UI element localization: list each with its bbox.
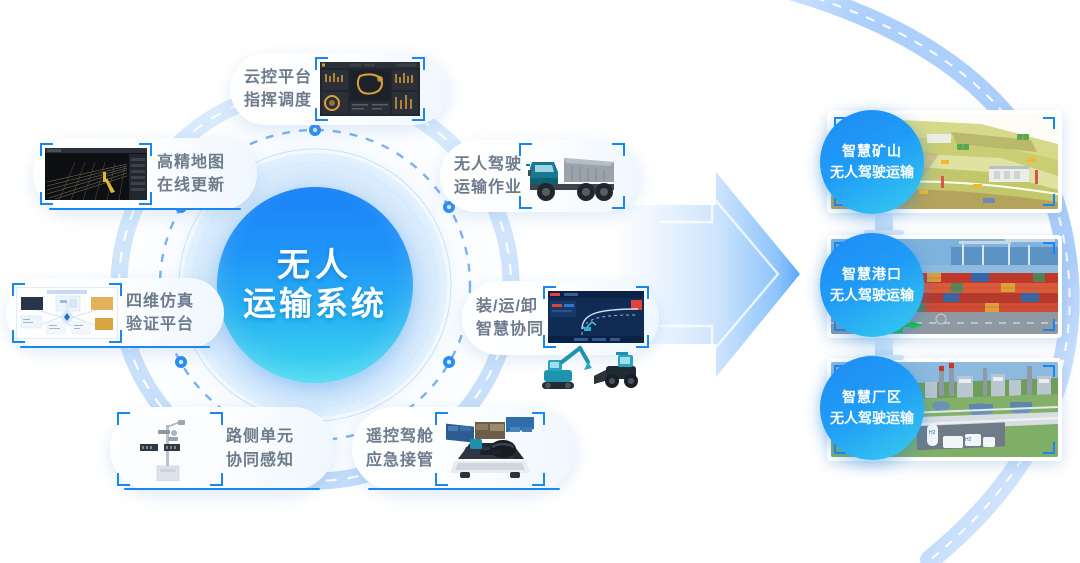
simulation-platform-thumbnail — [12, 283, 122, 343]
excavator-loader-illustration — [542, 346, 638, 389]
badge-smart-factory[interactable]: 智慧厂区 无人驾驶运输 — [820, 356, 924, 460]
svg-text:H2: H2 — [929, 430, 936, 436]
hub-title-line2: 运输系统 — [243, 285, 387, 322]
card-roadside-unit[interactable]: 路侧单元 协同感知 — [110, 407, 334, 490]
badge-smart-mine[interactable]: 智慧矿山 无人驾驶运输 — [820, 110, 924, 214]
card-remote-cockpit-line2: 应急接管 — [366, 451, 435, 469]
card-auto-driving[interactable]: 无人驾驶 运输作业 — [440, 140, 640, 212]
card-remote-cockpit-line1: 遥控驾舱 — [366, 428, 435, 446]
card-simulation[interactable]: 四维仿真 验证平台 — [6, 278, 224, 348]
badge-smart-port-line1: 智慧港口 — [842, 266, 902, 282]
card-hd-map-line2: 在线更新 — [157, 177, 226, 194]
card-hd-map-line1: 高精地图 — [157, 153, 226, 171]
card-auto-driving-line2: 运输作业 — [454, 179, 523, 196]
card-load-haul-dump-line2: 智慧协同 — [476, 321, 545, 338]
card-remote-cockpit[interactable]: 遥控驾舱 应急接管 — [352, 407, 576, 490]
badge-smart-factory-line1: 智慧厂区 — [842, 389, 902, 405]
mining-truck-thumbnail — [519, 143, 626, 209]
card-roadside-unit-line1: 路侧单元 — [226, 428, 295, 446]
badge-smart-port[interactable]: 智慧港口 无人驾驶运输 — [820, 233, 924, 337]
roadside-unit-thumbnail — [117, 411, 223, 486]
remote-cockpit-thumbnail — [435, 411, 546, 486]
wheel-loader-icon — [594, 352, 638, 388]
badge-smart-mine-line1: 智慧矿山 — [842, 143, 902, 159]
badge-smart-mine-line2: 无人驾驶运输 — [830, 164, 914, 180]
hd-map-thumbnail — [40, 143, 152, 205]
hub-core-circle: 无人 运输系统 — [217, 187, 413, 383]
panel-stand-1 — [875, 213, 893, 231]
lhd-coordination-screen-thumbnail — [543, 286, 649, 348]
card-auto-driving-line1: 无人驾驶 — [454, 155, 523, 173]
card-hd-map[interactable]: 高精地图 在线更新 — [33, 138, 257, 210]
svg-text:H2: H2 — [965, 437, 972, 443]
excavator-icon — [542, 346, 592, 389]
card-roadside-unit-line2: 协同感知 — [226, 451, 295, 469]
card-cloud-control-line1: 云控平台 — [244, 68, 313, 86]
panel-stand-2 — [875, 338, 893, 356]
card-cloud-control-line2: 指挥调度 — [244, 92, 313, 109]
hub-title-line1: 无人 — [277, 246, 353, 284]
card-cloud-control[interactable]: 云控平台 指挥调度 — [230, 53, 449, 125]
card-simulation-line2: 验证平台 — [126, 316, 195, 333]
card-load-haul-dump-line1: 装/运/卸 — [476, 297, 538, 315]
badge-smart-port-line2: 无人驾驶运输 — [830, 287, 914, 303]
cloud-control-dashboard-thumbnail — [315, 57, 426, 121]
badge-smart-factory-line2: 无人驾驶运输 — [830, 410, 914, 426]
card-simulation-line1: 四维仿真 — [126, 292, 195, 310]
